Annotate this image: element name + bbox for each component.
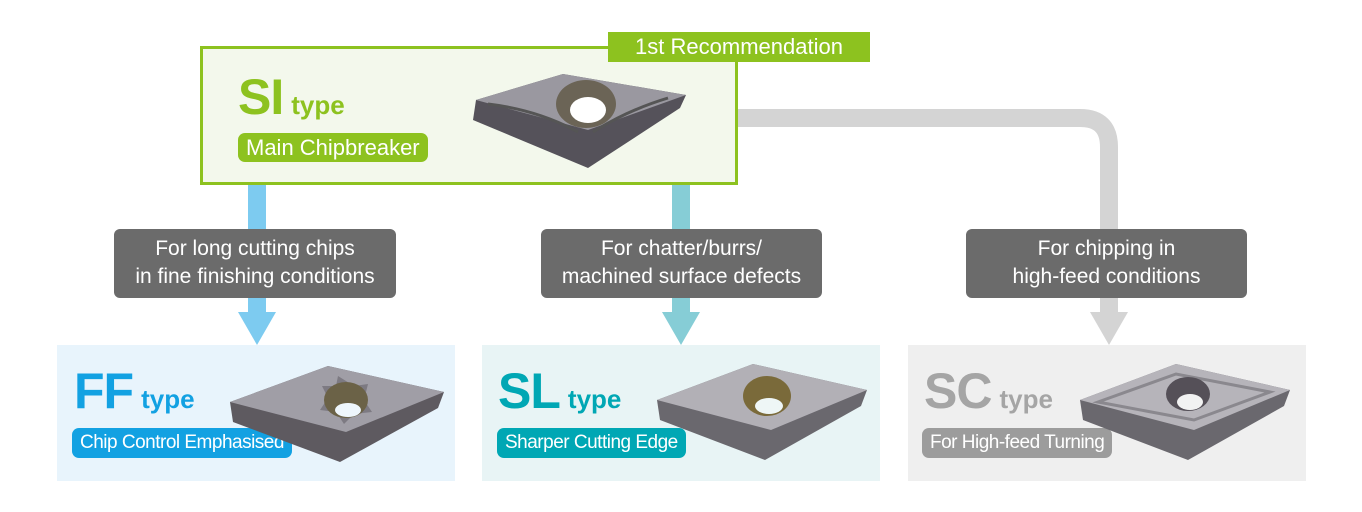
label-line: For chipping in bbox=[1037, 237, 1176, 260]
ff-insert-image bbox=[230, 366, 444, 462]
label-line: For long cutting chips bbox=[155, 237, 355, 260]
recommendation-badge: 1st Recommendation bbox=[608, 32, 870, 62]
arrow-head-sc bbox=[1090, 312, 1128, 345]
sl-insert-image bbox=[657, 364, 867, 460]
type-suffix: type bbox=[999, 384, 1053, 414]
type-suffix: type bbox=[141, 384, 195, 414]
arrow-shaft-sc bbox=[735, 109, 1118, 316]
type-name: FF bbox=[74, 363, 134, 419]
sc-chip: For High-feed Turning bbox=[922, 428, 1113, 458]
label-line: high-feed conditions bbox=[1012, 265, 1201, 288]
ff-chip: Chip Control Emphasised bbox=[72, 428, 292, 458]
type-name: SL bbox=[498, 363, 561, 419]
type-suffix: type bbox=[567, 384, 622, 414]
type-name: SI bbox=[238, 69, 284, 125]
label-line: in fine finishing conditions bbox=[135, 265, 375, 288]
condition-label-sl: For chatter/burrs/machined surface defec… bbox=[541, 229, 822, 298]
condition-label-sc: For chipping in high-feed conditions bbox=[966, 229, 1247, 298]
sl-chip: Sharper Cutting Edge bbox=[497, 428, 686, 458]
si-chip: Main Chipbreaker bbox=[238, 133, 428, 162]
si-insert-image bbox=[473, 74, 686, 168]
label-line: machined surface defects bbox=[561, 265, 802, 288]
type-name: SC bbox=[924, 363, 992, 419]
condition-label-ff: For long cutting chips in fine finishing … bbox=[114, 229, 396, 298]
sc-insert-image bbox=[1080, 364, 1290, 460]
type-suffix: type bbox=[291, 90, 345, 120]
arrow-head-ff bbox=[238, 312, 276, 345]
label-line: For chatter/burrs/ bbox=[600, 237, 763, 260]
arrow-head-sl bbox=[662, 312, 700, 345]
